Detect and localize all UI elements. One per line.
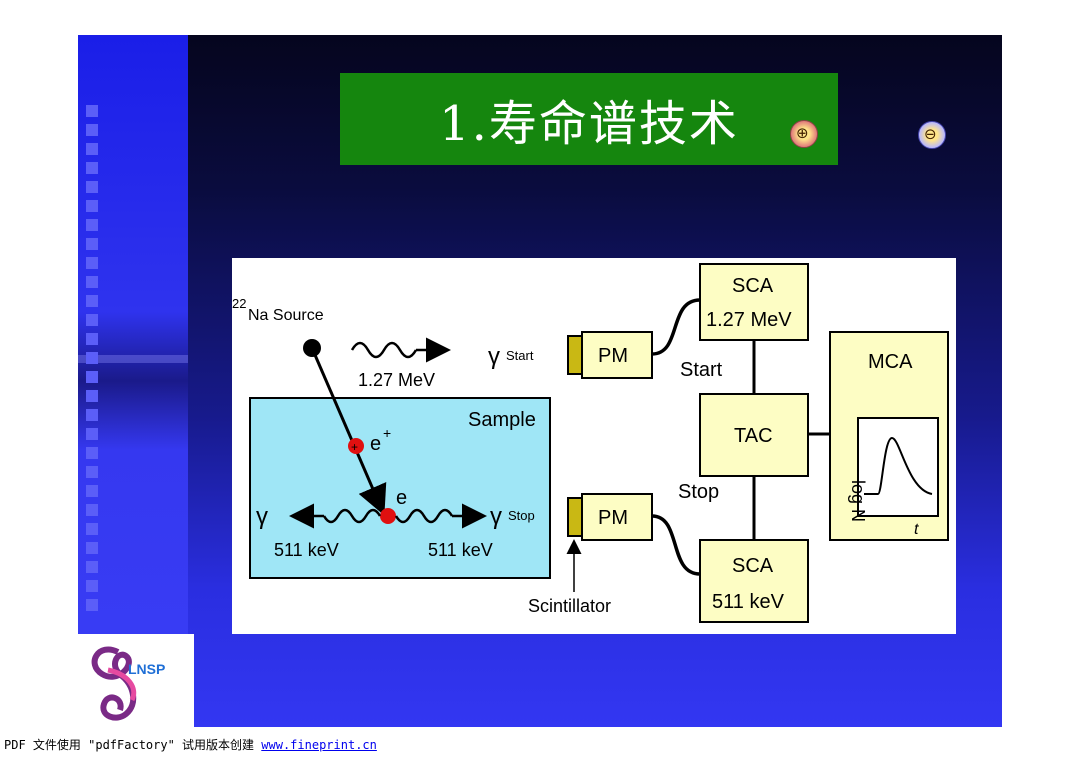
annih-energy-right: 511 keV <box>428 540 493 560</box>
clock-icon: ⊕ <box>796 124 809 142</box>
left-gamma-wave <box>322 508 382 524</box>
pm-top-box <box>581 331 653 379</box>
pm-bottom-box <box>581 493 653 541</box>
slide-title-box: 1.寿命谱技术 <box>340 73 838 165</box>
sample-label: Sample <box>468 409 536 431</box>
sca-top-box <box>699 263 809 341</box>
cable-pm-bottom-sca <box>651 514 701 576</box>
scintillator-bottom <box>567 497 583 537</box>
slide-left-bar <box>78 35 188 727</box>
clock-icon: ⊖ <box>924 125 937 143</box>
source-label: Na Source <box>248 307 324 324</box>
left-bar-stripe <box>78 355 188 363</box>
scintillator-top <box>567 335 583 375</box>
positron-track <box>310 347 387 516</box>
sca-bottom-box <box>699 539 809 623</box>
sca-bottom-line2: 511 keV <box>712 591 785 613</box>
gamma-left-symbol: γ <box>256 503 268 530</box>
logo-swirl-accent <box>107 667 137 702</box>
annih-energy-left: 511 keV <box>274 540 339 560</box>
start-link-label: Start <box>680 359 723 381</box>
positron-superscript: + <box>383 425 391 441</box>
gamma-start-label: Start <box>506 348 534 363</box>
electron-label: e <box>396 487 407 509</box>
footer-link[interactable]: www.fineprint.cn <box>261 738 377 752</box>
positron-particle <box>348 438 364 454</box>
pm-bottom-label: PM <box>598 507 628 529</box>
source-superscript: 22 <box>232 296 246 311</box>
slide-title: 1.寿命谱技术 <box>439 96 739 152</box>
left-bar-squares <box>86 105 98 625</box>
mca-screen <box>857 417 939 517</box>
sample-box <box>249 397 551 579</box>
sca-top-line1: SCA <box>732 275 774 297</box>
mca-label: MCA <box>868 351 913 373</box>
positron-plus: + <box>351 440 358 454</box>
pdf-footer: PDF 文件使用 "pdfFactory" 试用版本创建 www.finepri… <box>4 736 377 753</box>
gamma-start-symbol: γ <box>488 343 500 370</box>
mca-log-n-label: log N <box>848 480 868 522</box>
gamma-stop-label: Stop <box>508 508 535 523</box>
logo-swirl <box>91 646 137 721</box>
pm-top-label: PM <box>598 345 628 367</box>
lnsp-logo: LNSP <box>78 634 194 728</box>
logo-text: LNSP <box>128 661 165 677</box>
cable-pm-top-sca <box>651 298 701 356</box>
footer-prefix: PDF 文件使用 "pdfFactory" 试用版本创建 <box>4 738 262 752</box>
gamma-stop-symbol: γ <box>490 503 502 530</box>
stop-link-label: Stop <box>678 481 719 503</box>
animation-trigger-icon[interactable]: ⊖ <box>918 121 946 149</box>
sca-bottom-line1: SCA <box>732 555 774 577</box>
right-gamma-wave <box>394 508 454 524</box>
start-gamma-wave <box>350 341 418 359</box>
lifetime-spectrometer-diagram: Sample 22 Na Source 1.27 MeV γ Start + e… <box>232 258 956 634</box>
annihilation-particle <box>380 508 396 524</box>
positron-label: e <box>370 433 381 455</box>
start-energy-label: 1.27 MeV <box>358 370 435 390</box>
animation-effect-icon[interactable]: ⊕ <box>790 120 818 148</box>
sca-top-line2: 1.27 MeV <box>706 309 792 331</box>
scintillator-label: Scintillator <box>528 596 611 616</box>
tac-label: TAC <box>734 425 773 447</box>
mca-spectrum-curve <box>864 436 933 495</box>
mca-t-label: t <box>914 521 919 538</box>
